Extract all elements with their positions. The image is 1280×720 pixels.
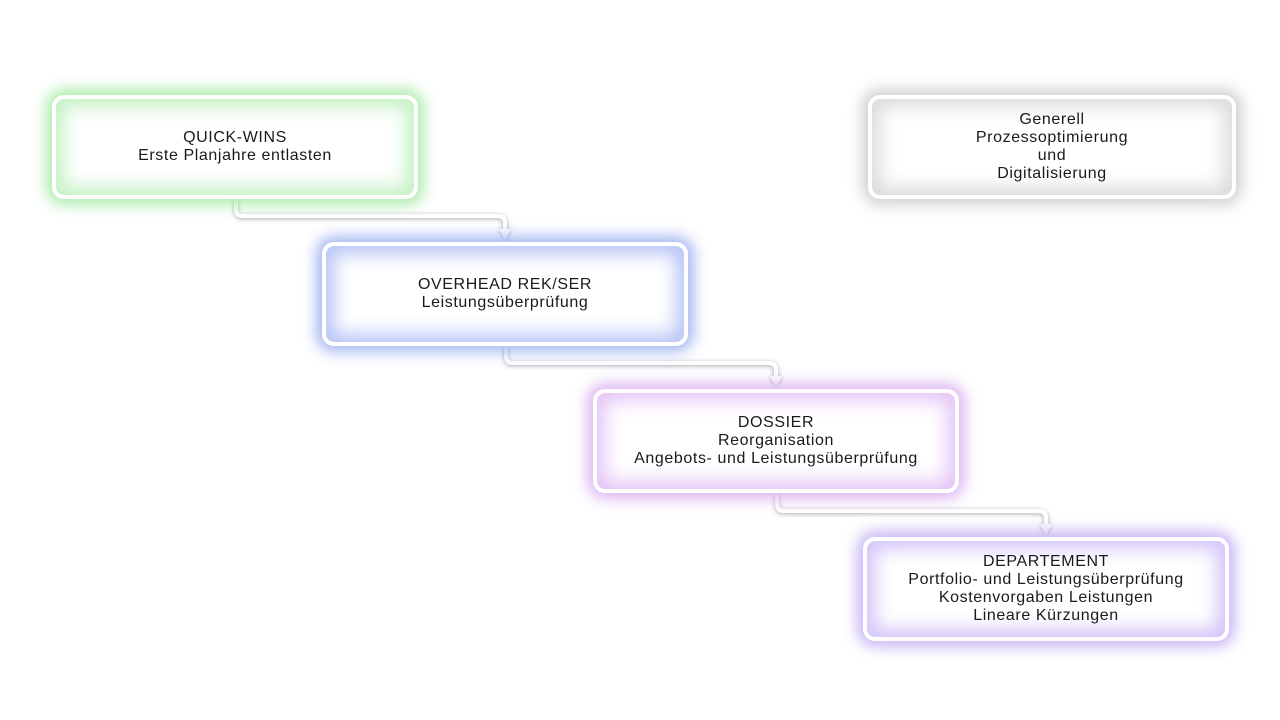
- box-quick-wins: QUICK-WINS Erste Planjahre entlasten: [52, 95, 418, 199]
- box-departement-line: Kostenvorgaben Leistungen: [938, 589, 1154, 606]
- box-generell: Generell Prozessoptimierung und Digitali…: [868, 95, 1236, 199]
- box-overhead-title: OVERHEAD REK/SER: [417, 276, 593, 293]
- box-overhead: OVERHEAD REK/SER Leistungsüberprüfung: [322, 242, 688, 346]
- box-generell-title: Generell: [1019, 111, 1085, 128]
- connector-overhead-dossier: [504, 346, 782, 387]
- connector-dossier-departement: [775, 493, 1052, 535]
- box-quick-wins-line: Erste Planjahre entlasten: [138, 147, 332, 164]
- box-departement-title: DEPARTEMENT: [982, 553, 1110, 570]
- box-quick-wins-title: QUICK-WINS: [183, 129, 287, 146]
- connector-quickwins-overhead: [234, 199, 511, 240]
- box-departement-line: Lineare Kürzungen: [973, 607, 1119, 624]
- box-generell-line: und: [1037, 147, 1067, 164]
- box-dossier-title: DOSSIER: [737, 414, 815, 431]
- box-dossier-line: Reorganisation: [717, 432, 835, 449]
- box-generell-line: Prozessoptimierung: [975, 129, 1129, 146]
- box-departement: DEPARTEMENT Portfolio- und Leistungsüber…: [863, 537, 1229, 641]
- box-departement-line: Portfolio- und Leistungsüberprüfung: [908, 571, 1184, 588]
- box-dossier-line: Angebots- und Leistungsüberprüfung: [634, 450, 918, 467]
- box-dossier: DOSSIER Reorganisation Angebots- und Lei…: [593, 389, 959, 493]
- box-generell-line: Digitalisierung: [997, 165, 1107, 182]
- box-overhead-line: Leistungsüberprüfung: [421, 294, 589, 311]
